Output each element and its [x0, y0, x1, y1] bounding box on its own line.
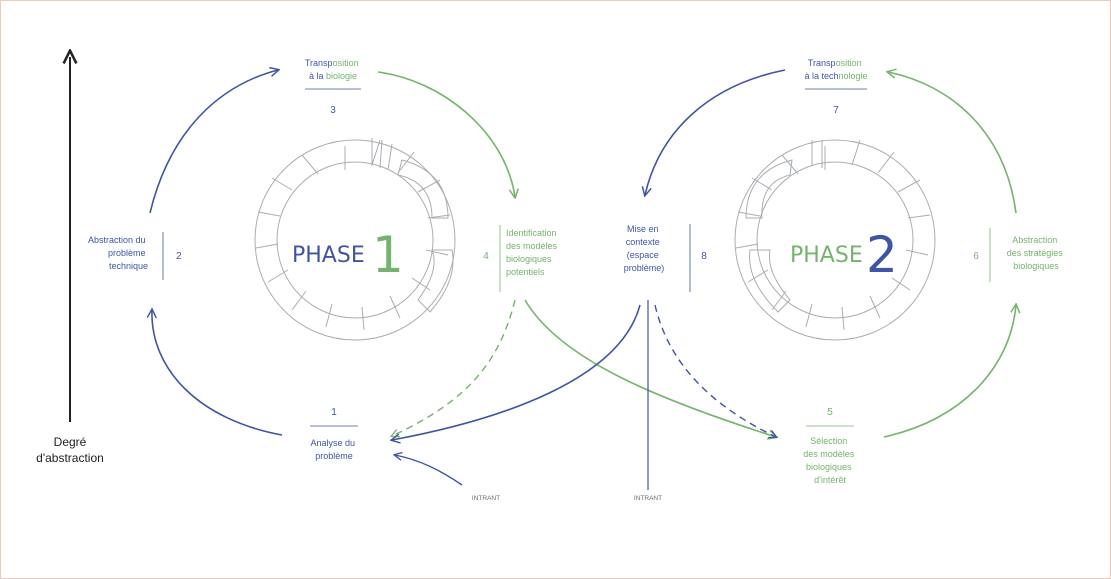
arrow-1-to-2 — [152, 310, 283, 436]
step3-number: 3 — [330, 105, 336, 116]
step2-line1: Abstraction du — [88, 235, 146, 245]
phase2-word: PHASE — [790, 243, 863, 268]
step2-label: Abstraction du problème technique — [88, 235, 148, 271]
step5-label: Sélection des modèles biologiques d'inté… — [803, 436, 857, 485]
step7-line2-b: nologie — [839, 71, 868, 81]
step3-line2-a: à la — [309, 71, 326, 81]
arrow-5-to-6 — [883, 305, 1016, 438]
step7-label: Transposition à la technologie — [804, 58, 867, 81]
step8-line3: (espace — [627, 250, 659, 260]
arrow-6-to-7 — [888, 72, 1017, 214]
step6-number: 6 — [973, 251, 979, 262]
phase1-word: PHASE — [292, 243, 365, 268]
step6-line3: biologiques — [1013, 261, 1059, 271]
step4-line3: biologiques — [506, 254, 552, 264]
step7-line2-a: à la tech — [804, 71, 838, 81]
step3-label: Transposition à la biologie — [305, 58, 361, 81]
step6-line1: Abstraction — [1012, 235, 1057, 245]
step1-line2: problème — [315, 451, 353, 461]
step2-line2: problème — [108, 248, 146, 258]
step1-number: 1 — [331, 407, 337, 418]
step5-line3: biologiques — [806, 462, 852, 472]
arrow-7-to-8 — [645, 69, 786, 195]
step3-line1-a: Transp — [305, 58, 333, 68]
step5-line2: des modèles — [803, 449, 855, 459]
step8-number: 8 — [701, 251, 707, 262]
arrow-4-to-5 — [524, 299, 776, 437]
step6-line2: des stratégies — [1007, 248, 1064, 258]
step7-line1-b: osition — [836, 58, 862, 68]
axis-label-line2: d'abstraction — [36, 451, 104, 465]
step4-line4: potentiels — [506, 267, 545, 277]
input-label-right: INTRANT — [634, 495, 662, 502]
step5-line4: d'intérêt — [814, 475, 846, 485]
step4-number: 4 — [483, 251, 489, 262]
arrow-4-to-1-dashed — [392, 299, 516, 436]
step8-line2: contexte — [626, 237, 660, 247]
step6-label: Abstraction des stratégies biologiques — [1007, 235, 1066, 271]
step4-line2: des modèles — [506, 241, 558, 251]
step8-line4: problème) — [624, 263, 665, 273]
axis-label-line1: Degré — [54, 435, 87, 449]
input-label-left: INTRANT — [472, 495, 500, 502]
arrow-3-to-4 — [377, 71, 515, 197]
phase2-number: 2 — [866, 226, 898, 284]
step8-label: Mise en contexte (espace problème) — [624, 224, 665, 273]
step1-line1: Analyse du — [310, 438, 355, 448]
step8-line1: Mise en — [627, 224, 659, 234]
step5-line1: Sélection — [810, 436, 847, 446]
step7-number: 7 — [833, 105, 839, 116]
step7-line1-a: Transp — [808, 58, 836, 68]
step4-label: Identification des modèles biologiques p… — [506, 228, 560, 277]
arrow-2-to-3 — [149, 70, 278, 214]
step1-label: Analyse du problème — [310, 438, 357, 461]
gear-icon-phase1 — [254, 138, 456, 341]
step4-line1: Identification — [506, 228, 557, 238]
phase1-number: 1 — [372, 226, 404, 284]
step2-number: 2 — [176, 251, 182, 262]
input-arrow-left — [395, 455, 463, 486]
step3-line2-b: biologie — [326, 71, 357, 81]
step5-number: 5 — [827, 407, 833, 418]
gear-icon-phase2 — [734, 139, 936, 341]
step3-line1-b: osition — [333, 58, 359, 68]
arrow-8-to-1 — [392, 304, 641, 440]
step2-line3: technique — [109, 261, 148, 271]
